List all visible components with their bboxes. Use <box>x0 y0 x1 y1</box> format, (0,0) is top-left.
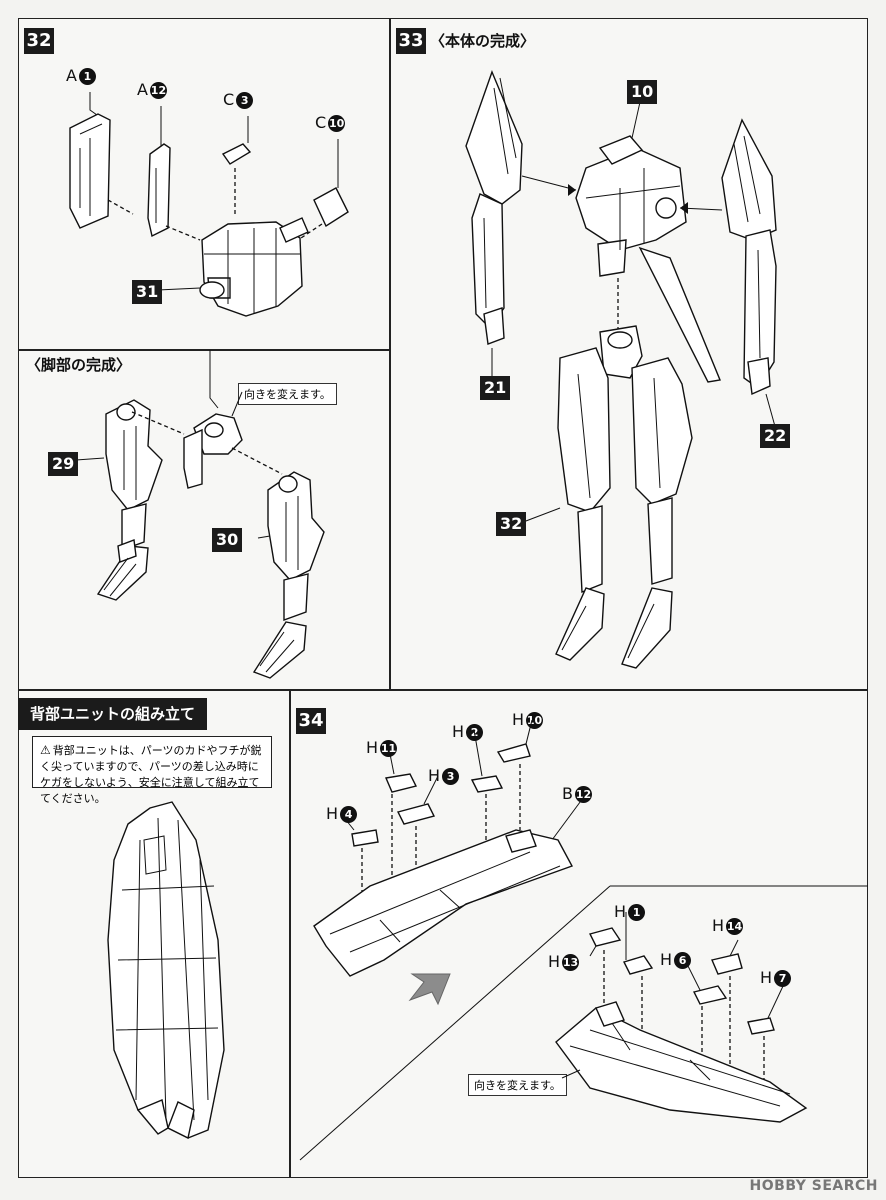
part-number: 12 <box>149 82 167 99</box>
legs-panel <box>18 350 390 690</box>
part-label-22: 22 <box>760 424 791 448</box>
part-number: 11 <box>380 740 398 757</box>
backpack-diagram <box>107 801 225 1140</box>
part-number: 3 <box>236 92 254 109</box>
part-number: 3 <box>442 768 460 785</box>
part-number: 7 <box>774 970 792 987</box>
part-letter: A <box>137 80 148 99</box>
part-letter: H <box>614 902 627 921</box>
part-letter: H <box>512 710 525 729</box>
part-letter: H <box>660 950 673 969</box>
step-33-badge: 33 <box>396 28 426 54</box>
part-number: 10 <box>328 115 346 132</box>
step-33-diagram <box>465 70 777 669</box>
part-letter: H <box>712 916 725 935</box>
legs-title: 〈脚部の完成〉 <box>26 356 132 374</box>
step-34-diagram <box>299 719 868 1161</box>
part-letter: C <box>223 90 235 109</box>
legs-diagram <box>75 350 325 679</box>
warning-text: 背部ユニットは、パーツのカドやフチが鋭く尖っていますので、パーツの差し込み時にケ… <box>40 744 262 805</box>
part-letter: A <box>66 66 77 85</box>
part-number: 13 <box>562 954 580 971</box>
step-34-badge: 34 <box>296 708 326 734</box>
backpack-warning: ⚠背部ユニットは、パーツのカドやフチが鋭く尖っていますので、パーツの差し込み時に… <box>32 736 272 805</box>
part-number: 10 <box>526 712 544 729</box>
part-number: 14 <box>726 918 744 935</box>
part-number: 6 <box>674 952 692 969</box>
part-number: 1 <box>628 904 646 921</box>
part-number: 12 <box>574 786 592 803</box>
part-letter: H <box>760 968 773 987</box>
watermark: HOBBY SEARCH <box>749 1178 878 1194</box>
step-33-title: 〈本体の完成〉 <box>430 32 536 50</box>
part-label-32: 32 <box>496 512 527 536</box>
part-letter: H <box>452 722 465 741</box>
backpack-banner: 背部ユニットの組み立て <box>18 698 208 730</box>
step-32-badge: 32 <box>24 28 54 54</box>
part-letter: B <box>562 784 573 803</box>
part-number: 4 <box>340 806 358 823</box>
step-34-callout: 向きを変えます。 <box>468 1074 567 1096</box>
legs-callout: 向きを変えます。 <box>238 383 337 405</box>
part-letter: H <box>428 766 441 785</box>
part-letter: H <box>326 804 339 823</box>
part-number: 1 <box>78 68 96 85</box>
part-label-30: 30 <box>212 528 243 552</box>
part-label-21: 21 <box>480 376 511 400</box>
part-label-31: 31 <box>132 280 163 304</box>
step-32-diagram <box>69 92 349 317</box>
part-letter: H <box>548 952 561 971</box>
part-letter: H <box>366 738 379 757</box>
part-label-29: 29 <box>48 452 79 476</box>
warning-icon: ⚠ <box>40 743 51 757</box>
part-letter: C <box>315 113 327 132</box>
part-label-10: 10 <box>627 80 658 104</box>
